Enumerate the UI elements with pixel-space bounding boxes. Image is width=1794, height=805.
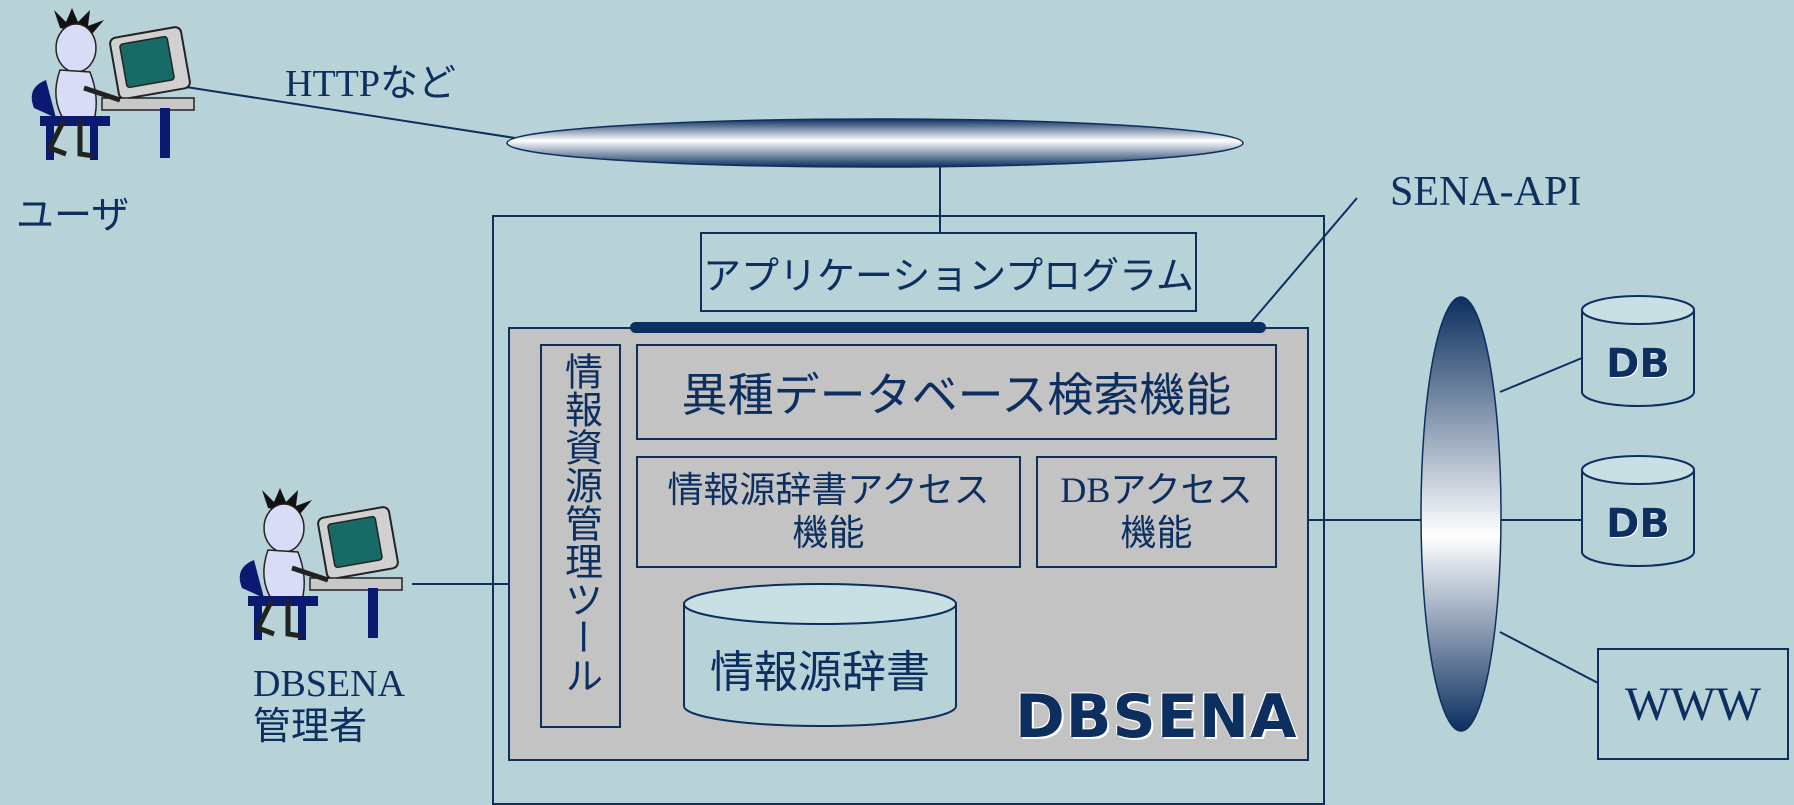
db-label-1: DB (1606, 341, 1670, 387)
resource-management-tool-box: 情報資源管理ツール (540, 344, 621, 728)
http-label: HTTPなど (285, 63, 457, 105)
network-bus-right (1420, 296, 1502, 732)
bus-db1-line (1499, 357, 1583, 393)
admin-computer-icon (239, 488, 403, 640)
user-computer-icon (31, 8, 195, 160)
source-dictionary-label: 情報源辞書 (710, 647, 930, 698)
application-program-label: アプリケーションプログラム (703, 253, 1194, 298)
db-cylinder-2 (1581, 455, 1695, 567)
db-cylinder-1 (1581, 295, 1695, 407)
application-program-box: アプリケーションプログラム (700, 232, 1197, 312)
hetero-db-search-box: 異種データベース検索機能 (636, 344, 1277, 440)
bus-www-line (1499, 631, 1599, 684)
db-access-box: DBアクセス 機能 (1036, 456, 1277, 568)
www-box: WWW (1597, 648, 1789, 760)
source-dictionary-cylinder (683, 583, 957, 727)
dictionary-access-box: 情報源辞書アクセス 機能 (636, 456, 1021, 568)
admin-label-line2: 管理者 (253, 703, 368, 748)
db-label-2: DB (1606, 501, 1670, 547)
db-access-line1: DBアクセス (1060, 469, 1253, 510)
dictionary-access-line2: 機能 (792, 513, 865, 554)
user-label: ユーザ (16, 193, 130, 237)
admin-label: DBSENA 管理者 (253, 663, 406, 748)
dbsena-title: DBSENA (1015, 682, 1298, 752)
sena-api-pointer-line (1247, 197, 1358, 327)
sena-api-label: SENA-API (1390, 169, 1582, 215)
admin-label-line1: DBSENA (253, 663, 406, 705)
dictionary-access-line1: 情報源辞書アクセス (667, 469, 990, 511)
network-cloud-top (506, 118, 1244, 168)
user-network-line (185, 86, 516, 139)
db-access-line2: 機能 (1120, 513, 1193, 554)
www-label: WWW (1625, 677, 1761, 731)
sena-api-bar (630, 322, 1266, 333)
hetero-db-search-label: 異種データベース検索機能 (681, 368, 1232, 422)
diagram-canvas (31, 8, 1695, 732)
resource-management-tool-label: 情報資源管理ツール (558, 352, 603, 694)
